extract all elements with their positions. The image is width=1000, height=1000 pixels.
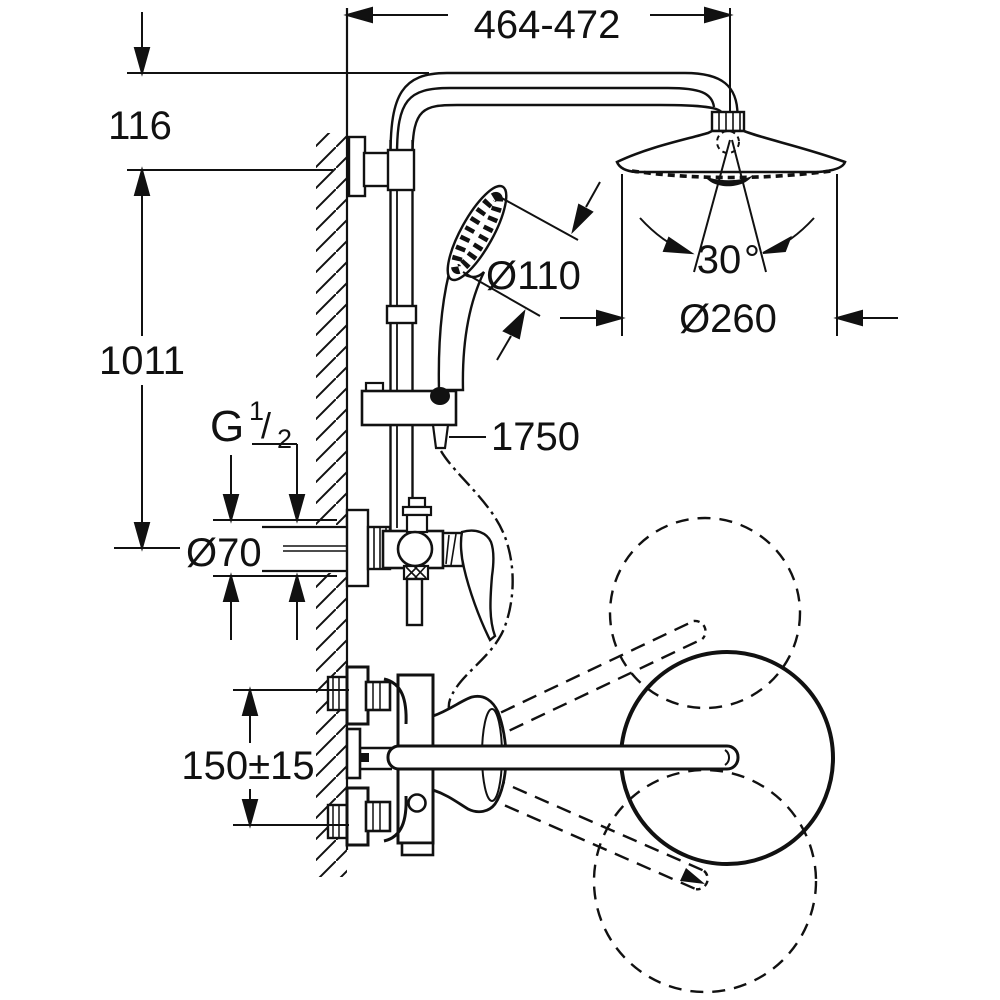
head-spray-face: [631, 169, 832, 180]
dim-head-angle-degree: °: [744, 238, 760, 282]
mixer-escutcheon: [345, 508, 370, 588]
dim-hose-length-label: 1750: [491, 415, 580, 459]
shower-rail: [389, 130, 414, 530]
dim-head-angle-label: 30: [697, 238, 742, 282]
dim-handshower-diameter-label: Ø110: [486, 254, 581, 298]
rail-coupling: [385, 304, 418, 325]
swivel-circle-down: [592, 768, 818, 994]
hand-shower: [360, 184, 508, 450]
wall-hatching: [316, 8, 349, 877]
supply-bottom-inwall: [326, 803, 349, 840]
spout-hex-top: [364, 680, 392, 712]
rail-wall-bracket: [347, 135, 416, 198]
hose-connector-cone: [431, 423, 450, 450]
thread-size-prefix: G: [210, 402, 244, 451]
thread-size-slash: /: [261, 405, 271, 446]
thread-size-numerator: 1: [249, 396, 264, 426]
spout-hex-bottom: [364, 800, 392, 833]
spout-alternate-positions: [457, 619, 709, 891]
thread-size-denominator: 2: [277, 424, 292, 454]
union-top: [383, 677, 408, 725]
dim-escutcheon-diameter-label: Ø70: [186, 531, 262, 575]
diverter-knob: [401, 505, 433, 517]
screw-hole: [407, 793, 427, 813]
hand-shower-face-hatch: [450, 191, 504, 275]
mixer-ball: [396, 530, 434, 568]
dim-rail-height-label: 1011: [99, 339, 185, 383]
spout-swivel-arrowhead: [680, 868, 705, 884]
handle-end-cap: [430, 387, 450, 405]
dim-width-range-label: 464-472: [474, 3, 621, 47]
mixer-lever-handle: [459, 529, 497, 642]
swivel-circle-up: [608, 516, 802, 710]
dimension-labels: 464-472 116 1011 G 1 / 2 Ø70 Ø110 30 ° Ø…: [99, 3, 777, 788]
head-shower-body: [615, 129, 847, 174]
outlet-crosshatch: [402, 564, 430, 581]
dimension-annotations: [114, 6, 898, 829]
dim-wall-offset-label: 116: [108, 104, 172, 148]
spout-pipe-mark: [361, 753, 369, 762]
head-spray-hub: [704, 175, 753, 187]
head-shower: [615, 110, 847, 187]
head-ball-joint: [716, 130, 740, 154]
supply-pipe: [262, 525, 347, 573]
shower-hose: [439, 450, 514, 711]
supply-top-inwall: [326, 675, 349, 712]
bath-spout: [386, 744, 740, 771]
shower-arm: [389, 71, 739, 156]
dim-spout-height-label: 150±15: [181, 744, 314, 788]
union-bottom: [383, 795, 408, 843]
dim-head-diameter-label: Ø260: [679, 297, 777, 341]
hand-shower-handle: [437, 259, 486, 392]
spout-end-cap: [724, 749, 731, 766]
shower-mixer-valve: [345, 496, 497, 642]
spout-escutcheon-middle: [345, 727, 362, 780]
mixer-outlet-pipe: [405, 577, 424, 627]
